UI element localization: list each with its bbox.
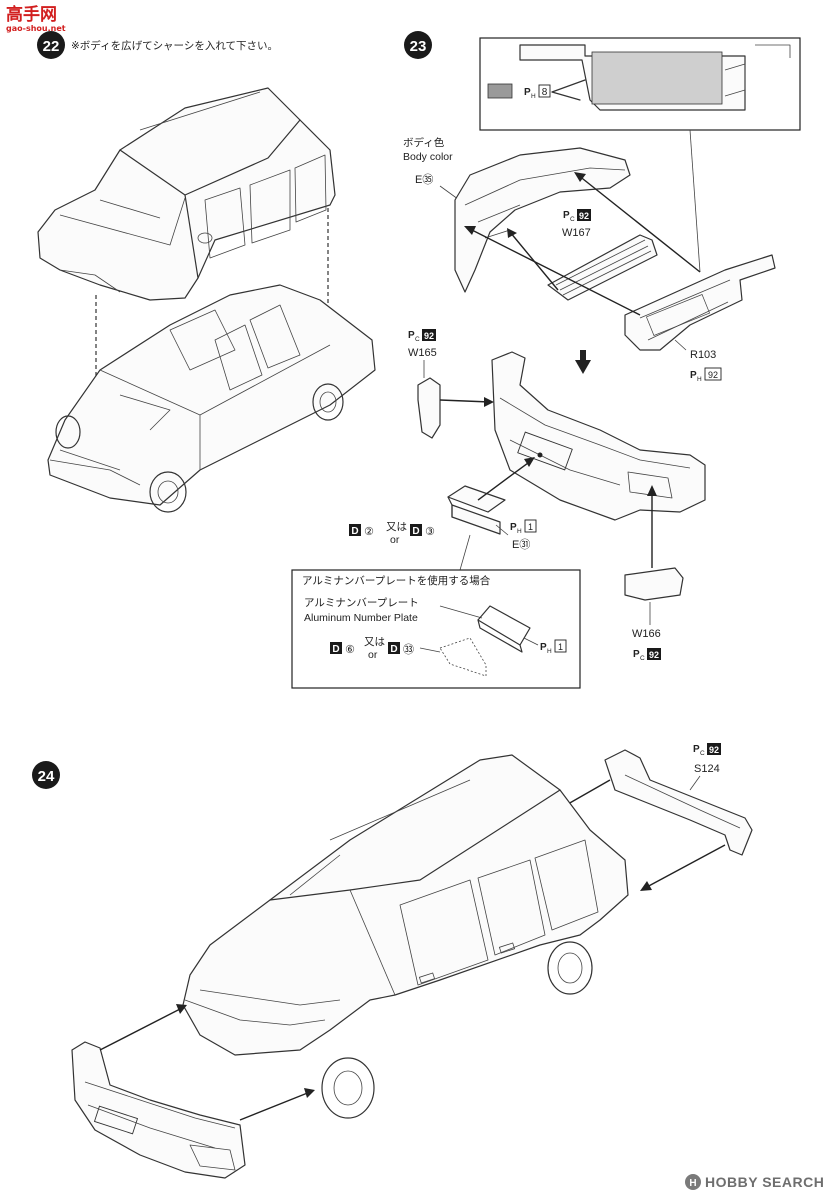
aluminum-plate-callout [291,569,581,689]
svg-text:C: C [415,336,420,343]
rear-garnish [624,254,776,351]
or-en-a: or [390,534,400,546]
or-jp-b: 又は [364,636,385,648]
svg-text:H: H [689,1178,696,1189]
watermark-top: 高手网 gao-shou.net [6,4,66,33]
front-bumper-main [491,351,706,521]
svg-text:8: 8 [542,87,548,98]
step-22-note: ※ボディを広げてシャーシを入れて下さい。 [71,39,278,52]
wheel-front [149,471,187,513]
svg-text:P: P [540,642,547,653]
step-22-body-shell [37,87,336,301]
step-22: 22 ※ボディを広げてシャーシを入れて下さい。 [37,31,376,513]
svg-text:92: 92 [709,745,719,755]
step-24-car [182,754,629,1119]
svg-text:D: D [390,644,397,655]
number-plate [447,485,506,535]
callout-name-jp: アルミナンバープレート [304,597,419,609]
svg-text:H: H [547,648,552,655]
body-color-en: Body color [403,151,453,163]
svg-text:D: D [351,526,358,537]
code-d6: D ⑥ [330,642,355,656]
wheel-24-front [321,1057,375,1119]
svg-text:C: C [700,750,705,757]
wheel-rear [312,383,344,421]
svg-text:92: 92 [424,331,434,341]
svg-text:D: D [332,644,339,655]
step-22-number: 22 [43,38,60,55]
label-e31: E㉛ [512,538,530,551]
hobby-search-wordmark: HOBBY SEARCH [705,1174,824,1190]
label-e35: E㉟ [415,173,433,186]
svg-text:H: H [517,528,522,535]
svg-text:②: ② [364,526,374,538]
code-r103: R103 [690,349,716,361]
svg-text:C: C [570,216,575,223]
svg-text:P: P [690,370,697,381]
svg-text:㉝: ㉝ [403,643,414,656]
label-w166: W166 [632,628,661,640]
svg-text:D: D [412,526,419,537]
step-23-badge [404,31,432,59]
or-en-b: or [368,649,378,661]
or-jp-a: 又は [386,521,407,533]
svg-text:R103: R103 [690,349,716,361]
code-ph1-a: P H 1 [510,519,537,535]
code-ph1-b: P H 1 [540,639,567,655]
svg-text:C: C [640,655,645,662]
svg-text:③: ③ [425,526,435,538]
step-24-front-bumper [71,1041,246,1179]
inset-code-ph8: P H 8 [524,84,551,100]
svg-text:H: H [531,93,536,100]
svg-text:92: 92 [649,650,659,660]
svg-text:H: H [697,376,702,383]
step-24: 24 P C 92 S124 [32,743,753,1179]
paint-swatch [487,83,513,99]
svg-text:P: P [633,649,640,660]
body-color-jp: ボディ色 [403,136,445,149]
code-d33: D ㉝ [388,642,414,656]
code-ph92: P H 92 [690,367,722,383]
step-24-badge [32,761,60,789]
callout-title: アルミナンバープレートを使用する場合 [302,574,491,587]
callout-name-en: Aluminum Number Plate [304,612,418,624]
svg-text:P: P [563,210,570,221]
svg-text:P: P [524,87,531,98]
svg-text:P: P [693,744,700,755]
step-24-number: 24 [38,768,55,785]
svg-text:92: 92 [579,211,589,221]
svg-text:1: 1 [558,642,563,652]
code-pc92-b: P C 92 [408,329,436,343]
svg-text:P: P [510,522,517,533]
code-pc92-c: P C 92 [633,648,661,662]
part-w166 [624,567,684,601]
svg-text:⑥: ⑥ [345,644,355,656]
part-w165 [417,377,441,439]
step-23-number: 23 [410,38,427,55]
step-22-chassis [47,284,376,513]
svg-text:1: 1 [528,522,533,532]
watermark-bottom: H HOBBY SEARCH [685,1174,824,1190]
step-22-badge [37,31,65,59]
svg-text:92: 92 [708,370,718,380]
rear-spoiler-part [604,749,753,856]
code-d2: D ② [349,524,374,538]
code-pc92-d: P C 92 [693,743,721,757]
step-23: 23 P H 8 ボディ色 Body color E㉟ [291,31,801,689]
watermark-chars: 高手网 [6,4,57,25]
wheel-24-rear [547,941,593,995]
grille-insert [547,234,658,301]
label-w165: W165 [408,347,437,359]
code-pc92-a: P C 92 [563,209,591,223]
watermark-url: gao-shou.net [6,24,66,33]
down-arrow [575,360,591,374]
code-d3: D ③ [410,524,435,538]
rear-bumper-upper [454,147,631,293]
label-s124: S124 [694,763,720,775]
hobby-search-logo-icon [685,1174,701,1190]
label-w167: W167 [562,227,591,239]
svg-text:P: P [408,330,415,341]
